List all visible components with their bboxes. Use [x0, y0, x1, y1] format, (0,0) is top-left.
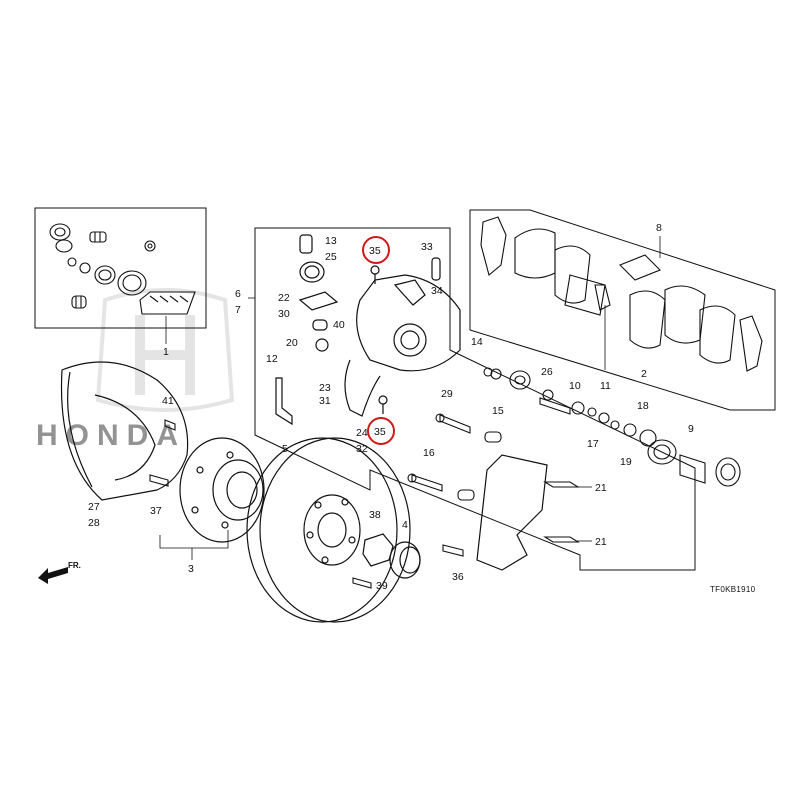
- callout-4: 4: [402, 519, 408, 531]
- callout-31: 31: [319, 395, 331, 407]
- callout-34: 34: [431, 285, 443, 297]
- callout-36: 36: [452, 571, 464, 583]
- callout-21b: 21: [595, 536, 607, 548]
- callout-27: 27: [88, 501, 100, 513]
- callout-16: 16: [423, 447, 435, 459]
- callout-40: 40: [333, 319, 345, 331]
- callout-33: 33: [421, 241, 433, 253]
- callout-39: 39: [376, 580, 388, 592]
- caliper-body: [275, 234, 461, 426]
- hub-nut-and-cap: [362, 533, 421, 579]
- callout-9: 9: [688, 423, 694, 435]
- callout-21a: 21: [595, 482, 607, 494]
- highlight-circle-35-upper: [362, 236, 390, 264]
- leader-3: [159, 530, 229, 560]
- callout-6: 6: [235, 288, 241, 300]
- brake-pads: [480, 216, 763, 372]
- callout-11: 11: [600, 380, 611, 392]
- hardware-parts: [149, 367, 741, 589]
- seal-kit-parts: [49, 223, 196, 315]
- callout-20: 20: [286, 337, 298, 349]
- callout-22: 22: [278, 292, 290, 304]
- callout-19: 19: [620, 456, 632, 468]
- callout-23: 23: [319, 382, 331, 394]
- callout-8: 8: [656, 222, 662, 234]
- callout-24: 24: [356, 427, 368, 439]
- callout-15: 15: [492, 405, 504, 417]
- callout-7: 7: [235, 304, 241, 316]
- callout-28: 28: [88, 517, 100, 529]
- callout-10: 10: [569, 380, 581, 392]
- front-marker: FR.: [68, 561, 81, 570]
- callout-37: 37: [150, 505, 162, 517]
- front-arrow-icon: [38, 567, 68, 584]
- callout-labels: 1 2 3 4 5 6 7 8 9 10 11 12 13 14 15 16 1…: [88, 222, 694, 592]
- callout-14: 14: [471, 336, 483, 348]
- splash-shield: [60, 361, 189, 501]
- leader-21: [577, 486, 592, 542]
- callout-26: 26: [541, 366, 553, 378]
- callout-35-upper: 35: [369, 245, 381, 257]
- callout-5: 5: [282, 443, 288, 455]
- caliper-bracket: [476, 454, 548, 571]
- highlight-circles: [362, 236, 395, 445]
- callout-25: 25: [325, 251, 337, 263]
- callout-3: 3: [188, 563, 194, 575]
- callout-13: 13: [325, 235, 337, 247]
- brake-disc: [246, 437, 411, 623]
- callout-29: 29: [441, 388, 453, 400]
- brand-watermark-text: HONDA: [36, 419, 186, 452]
- caliper-box: [254, 227, 696, 571]
- callout-1: 1: [163, 346, 169, 358]
- callout-41: 41: [162, 395, 174, 407]
- callout-18: 18: [637, 400, 649, 412]
- callout-35-lower: 35: [374, 426, 386, 438]
- callout-2: 2: [641, 368, 647, 380]
- callout-12: 12: [266, 353, 278, 365]
- callout-30: 30: [278, 308, 290, 320]
- diagram-code: TF0KB1910: [710, 585, 756, 594]
- seal-kit-box: [34, 207, 207, 329]
- callout-17: 17: [587, 438, 599, 450]
- callout-32: 32: [356, 443, 368, 455]
- highlight-circle-35-lower: [367, 417, 395, 445]
- callout-38: 38: [369, 509, 381, 521]
- pad-box: [469, 209, 776, 411]
- hub-bearing: [179, 437, 265, 543]
